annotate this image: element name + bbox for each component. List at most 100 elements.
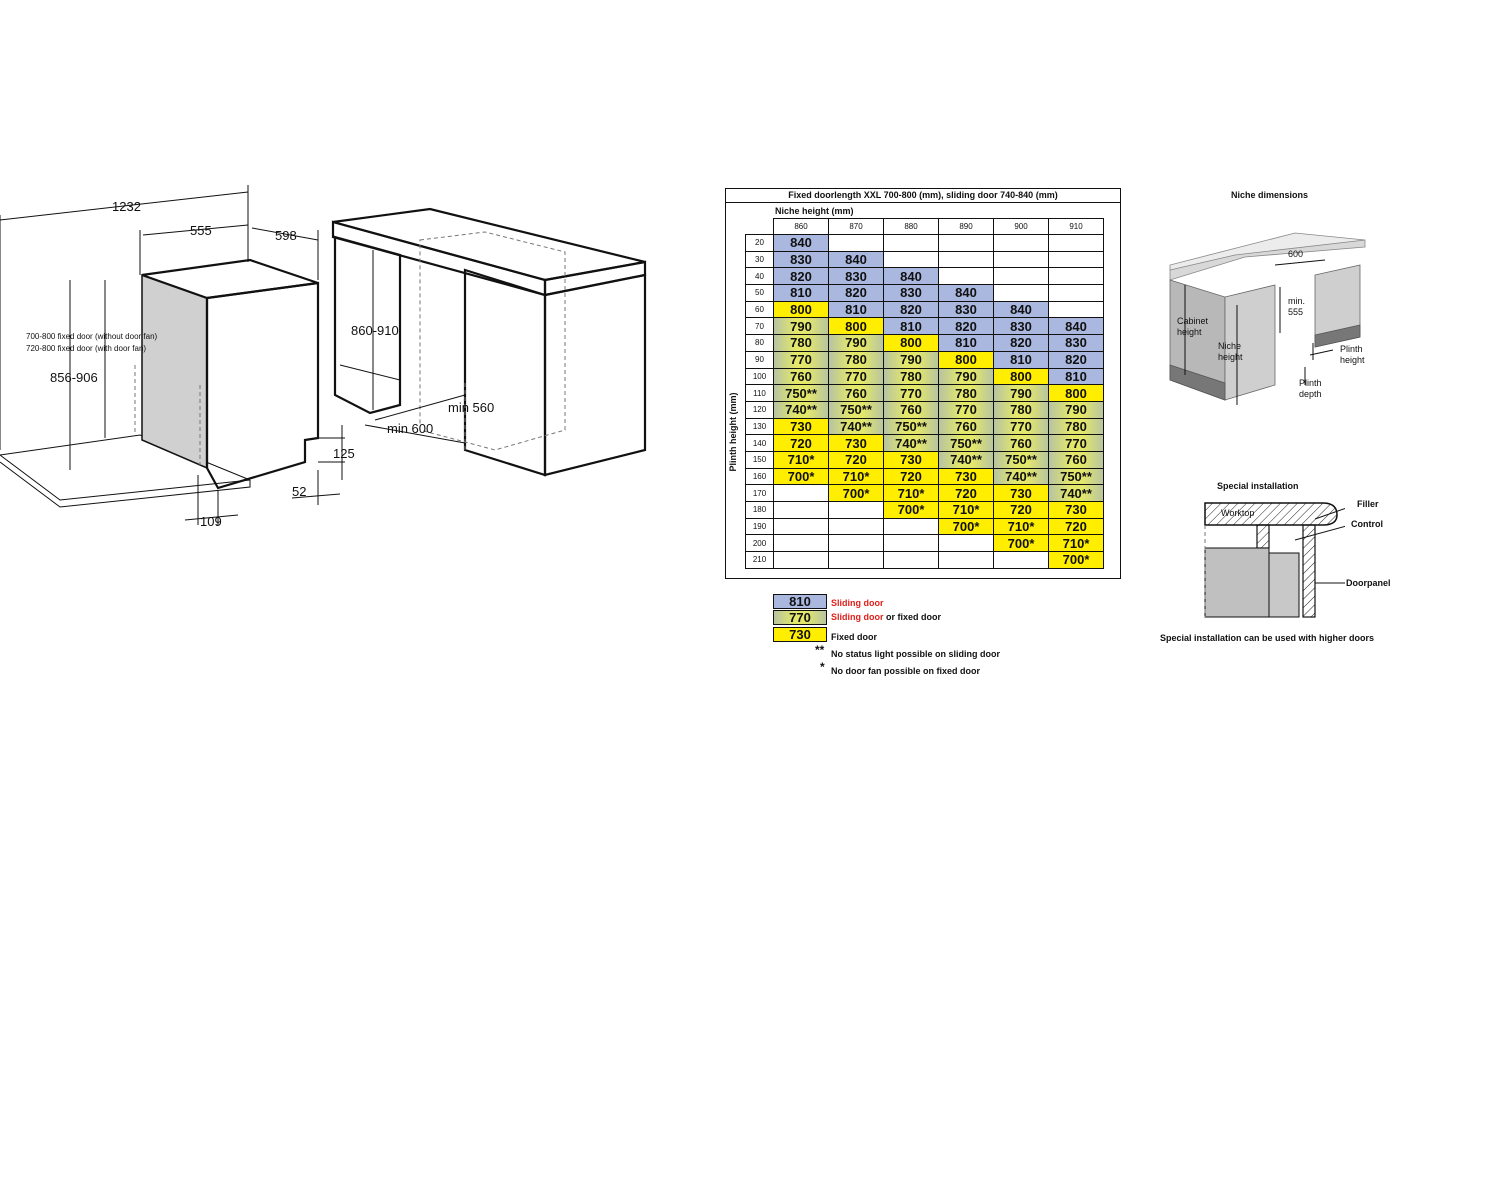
table-cell <box>883 517 939 536</box>
table-cell: 790 <box>828 334 884 352</box>
table-cell: 810 <box>1048 367 1104 386</box>
table-cell: 830 <box>828 267 884 286</box>
table-cell <box>938 250 994 269</box>
table-cell <box>773 501 829 519</box>
table-cell: 730 <box>993 484 1049 502</box>
plinth-height-label-2: height <box>1340 355 1365 365</box>
table-cell: 780 <box>883 367 939 386</box>
table-cell: 700* <box>828 484 884 502</box>
table-cell: 700* <box>938 517 994 536</box>
table-cell: 780 <box>1048 417 1104 436</box>
table-cell: 820 <box>828 284 884 302</box>
table-cell: 820 <box>1048 350 1104 369</box>
column-header: 910 <box>1048 218 1104 235</box>
table-cell: 730 <box>938 467 994 486</box>
special-installation-note: Special installation can be used with hi… <box>1160 633 1375 643</box>
table-cell: 730 <box>1048 501 1104 519</box>
table-cell: 840 <box>993 300 1049 319</box>
table-cell: 770 <box>773 350 829 369</box>
table-cell: 800 <box>938 350 994 369</box>
table-cell: 700* <box>773 467 829 486</box>
table-cell: 780 <box>828 350 884 369</box>
legend-blue-swatch: 810 <box>773 594 827 609</box>
table-cell: 700* <box>1048 551 1104 569</box>
niche-height-label-1: Niche <box>1218 341 1242 351</box>
table-cell: 830 <box>938 300 994 319</box>
row-header: 130 <box>745 417 774 436</box>
dim-min-560: min 560 <box>448 400 495 415</box>
table-title: Fixed doorlength XXL 700-800 (mm), slidi… <box>726 189 1120 203</box>
table-cell: 780 <box>993 400 1049 419</box>
niche-dim-600: 600 <box>1288 249 1304 259</box>
table-cell: 820 <box>938 317 994 336</box>
table-cell: 770 <box>828 367 884 386</box>
table-cell: 790 <box>883 350 939 369</box>
table-cell: 810 <box>993 350 1049 369</box>
table-cell <box>773 534 829 553</box>
table-cell <box>828 534 884 553</box>
row-header: 50 <box>745 284 774 302</box>
table-cell: 710* <box>828 467 884 486</box>
row-header: 20 <box>745 234 774 252</box>
table-cell: 840 <box>828 250 884 269</box>
legend-double-star-text: No status light possible on sliding door <box>831 649 1001 659</box>
table-cell <box>938 267 994 286</box>
row-header: 40 <box>745 267 774 286</box>
table-cell <box>938 534 994 553</box>
dim-min-600: min 600 <box>387 421 434 436</box>
dim-598: 598 <box>275 228 297 243</box>
table-cell: 840 <box>883 267 939 286</box>
table-cell: 780 <box>938 384 994 402</box>
fixed-door-note-2: 720-800 fixed door (with door fan) <box>26 344 147 353</box>
dim-856-906: 856-906 <box>50 370 98 385</box>
niche-height-label-2: height <box>1218 352 1243 362</box>
niche-dimensions-title: Niche dimensions <box>1231 190 1309 200</box>
table-cell: 700* <box>993 534 1049 553</box>
table-cell: 700* <box>883 501 939 519</box>
column-header: 900 <box>993 218 1049 235</box>
table-cell <box>828 551 884 569</box>
column-header: 890 <box>938 218 994 235</box>
legend-sliding-door-2: Sliding door <box>831 612 884 622</box>
table-cell: 740** <box>883 434 939 452</box>
table-cell <box>993 267 1049 286</box>
table-corner <box>746 219 774 235</box>
table-cell: 790 <box>773 317 829 336</box>
table-cell: 830 <box>1048 334 1104 352</box>
row-header: 150 <box>745 450 774 469</box>
table-cell: 790 <box>993 384 1049 402</box>
table-cell: 710* <box>1048 534 1104 553</box>
doorpanel-label: Doorpanel <box>1346 578 1391 588</box>
niche-min-label: min. <box>1288 296 1306 306</box>
table-cell: 770 <box>883 384 939 402</box>
dim-860-910: 860-910 <box>351 323 399 338</box>
table-cell: 760 <box>993 434 1049 452</box>
table-cell: 710* <box>993 517 1049 536</box>
niche-height-label: Niche height (mm) <box>775 206 854 216</box>
dim-109: 109 <box>200 514 222 529</box>
legend-star: * <box>820 660 825 674</box>
table-cell: 760 <box>773 367 829 386</box>
row-header: 160 <box>745 467 774 486</box>
legend-fixed-door: Fixed door <box>831 632 878 642</box>
row-header: 90 <box>745 350 774 369</box>
table-cell: 800 <box>1048 384 1104 402</box>
row-header: 110 <box>745 384 774 402</box>
table-cell: 720 <box>1048 517 1104 536</box>
legend-sliding-door: Sliding door <box>831 598 884 608</box>
table-cell: 750** <box>938 434 994 452</box>
special-installation-title: Special installation <box>1217 481 1299 491</box>
row-header: 140 <box>745 434 774 452</box>
table-cell <box>1048 267 1104 286</box>
table-cell <box>993 284 1049 302</box>
dim-52: 52 <box>292 484 307 499</box>
